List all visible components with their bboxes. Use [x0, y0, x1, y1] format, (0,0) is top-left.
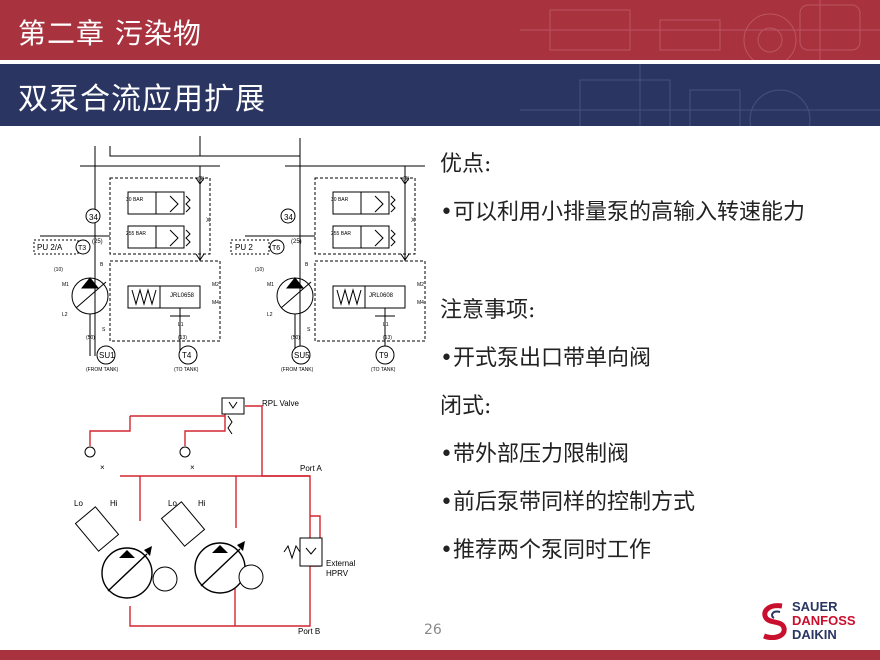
code-13-right: (13): [383, 335, 392, 341]
suction-id-left: SU1: [99, 351, 115, 360]
title-decoration: [520, 64, 880, 126]
svg-text:×: ×: [190, 463, 195, 472]
bullet-closed-3: •推荐两个泵同时工作: [440, 538, 651, 563]
l1-left: L1: [178, 322, 184, 328]
code-13-left: (13): [178, 335, 187, 341]
circle-34-right: 34: [284, 213, 293, 222]
s-right: S: [307, 327, 311, 333]
l2-left: L2: [62, 312, 68, 318]
closed-heading: 闭式:: [440, 394, 492, 419]
hi-label-right: Hi: [198, 499, 206, 508]
bar255-right: 255 BAR: [331, 231, 351, 237]
code-50-left: (50): [86, 335, 95, 341]
lo-label-right: Lo: [168, 499, 177, 508]
company-logo: SAUER DANFOSS DAIKIN: [758, 600, 880, 644]
notes-heading: 注意事项:: [440, 298, 536, 323]
code-10-right: (10): [255, 267, 264, 273]
header-navy-band: 双泵合流应用扩展: [0, 64, 880, 126]
external-label: External: [326, 559, 356, 568]
header-decoration: [520, 0, 880, 60]
code-10-left: (10): [54, 267, 63, 273]
port-b-label: Port B: [298, 627, 320, 636]
tank-note-left: (TO TANK): [174, 367, 199, 373]
bar30-left: 30 BAR: [126, 197, 144, 203]
x-left: X: [206, 218, 210, 224]
port-a-label: Port A: [300, 464, 322, 473]
advantages-heading: 优点:: [440, 152, 492, 177]
logo-line-1: SAUER: [792, 599, 838, 614]
m1-left: M1: [62, 282, 69, 288]
logo-mark-icon: [762, 603, 787, 640]
hydraulic-schematic: 34 (25) PU 2/A T3 30 BAR 255 BAR (6) (10…: [0, 126, 440, 646]
m4-right: M4: [417, 300, 424, 306]
port-label-left: PU 2/A: [37, 243, 63, 252]
pump-unit-right: 34 (25) PU 2 T6 30 BAR 255 BAR (6) (10) …: [230, 145, 426, 373]
m4-left: M4: [212, 300, 219, 306]
code-6-left: (6): [198, 176, 204, 182]
bar255-left: 255 BAR: [126, 231, 146, 237]
code-6-right: (6): [403, 176, 409, 182]
pump-unit-left: 34 (25) PU 2/A T3 30 BAR 255 BAR (6) (10…: [33, 145, 221, 373]
s-left: S: [102, 327, 106, 333]
hprv-label: HPRV: [326, 569, 349, 578]
footer-red-band: [0, 650, 880, 660]
bullet-closed-2: •前后泵带同样的控制方式: [440, 490, 695, 515]
l1-right: L1: [383, 322, 389, 328]
bullet-closed-1: •带外部压力限制阀: [440, 442, 629, 467]
page-number: 26: [424, 622, 442, 638]
header-divider: [0, 60, 880, 64]
lo-label-left: Lo: [74, 499, 83, 508]
valve-code-right: JRL0608: [369, 293, 394, 299]
suction-note-right: (FROM TANK): [281, 367, 314, 373]
code-50-right: (50): [291, 335, 300, 341]
tank-id-right: T9: [379, 351, 389, 360]
m2-left: M2: [212, 282, 219, 288]
chapter-title: 第二章 污染物: [18, 17, 202, 50]
l2-right: L2: [267, 312, 273, 318]
m1-right: M1: [267, 282, 274, 288]
suction-note-left: (FROM TANK): [86, 367, 119, 373]
port-label-right: PU 2: [235, 243, 253, 252]
port-number-left: T3: [78, 245, 86, 252]
hi-label-left: Hi: [110, 499, 118, 508]
bullet-advantage-1: •可以利用小排量泵的高输入转速能力: [440, 200, 805, 225]
port-number-right: T6: [272, 245, 280, 252]
closed-circuit-schematic: RPL Valve × × Lo Hi Lo Hi: [74, 397, 356, 636]
bar30-right: 30 BAR: [331, 197, 349, 203]
valve-code-left: JRL0658: [170, 293, 195, 299]
suction-id-right: SU5: [294, 351, 310, 360]
slide-title: 双泵合流应用扩展: [18, 82, 266, 117]
tank-note-right: (TO TANK): [371, 367, 396, 373]
x-right: X: [411, 218, 415, 224]
logo-line-3: DAIKIN: [792, 627, 837, 642]
m2-right: M2: [417, 282, 424, 288]
header-red-band: 第二章 污染物: [0, 0, 880, 60]
bullet-note-1: •开式泵出口带单向阀: [440, 346, 651, 371]
code-25-right: (25): [291, 239, 302, 245]
circle-34-left: 34: [89, 213, 98, 222]
code-25-left: (25): [92, 239, 103, 245]
logo-line-2: DANFOSS: [792, 613, 856, 628]
rpl-valve-label: RPL Valve: [262, 399, 299, 408]
svg-text:×: ×: [100, 463, 105, 472]
b-right: B: [305, 262, 309, 268]
tank-id-left: T4: [182, 351, 192, 360]
b-left: B: [100, 262, 104, 268]
